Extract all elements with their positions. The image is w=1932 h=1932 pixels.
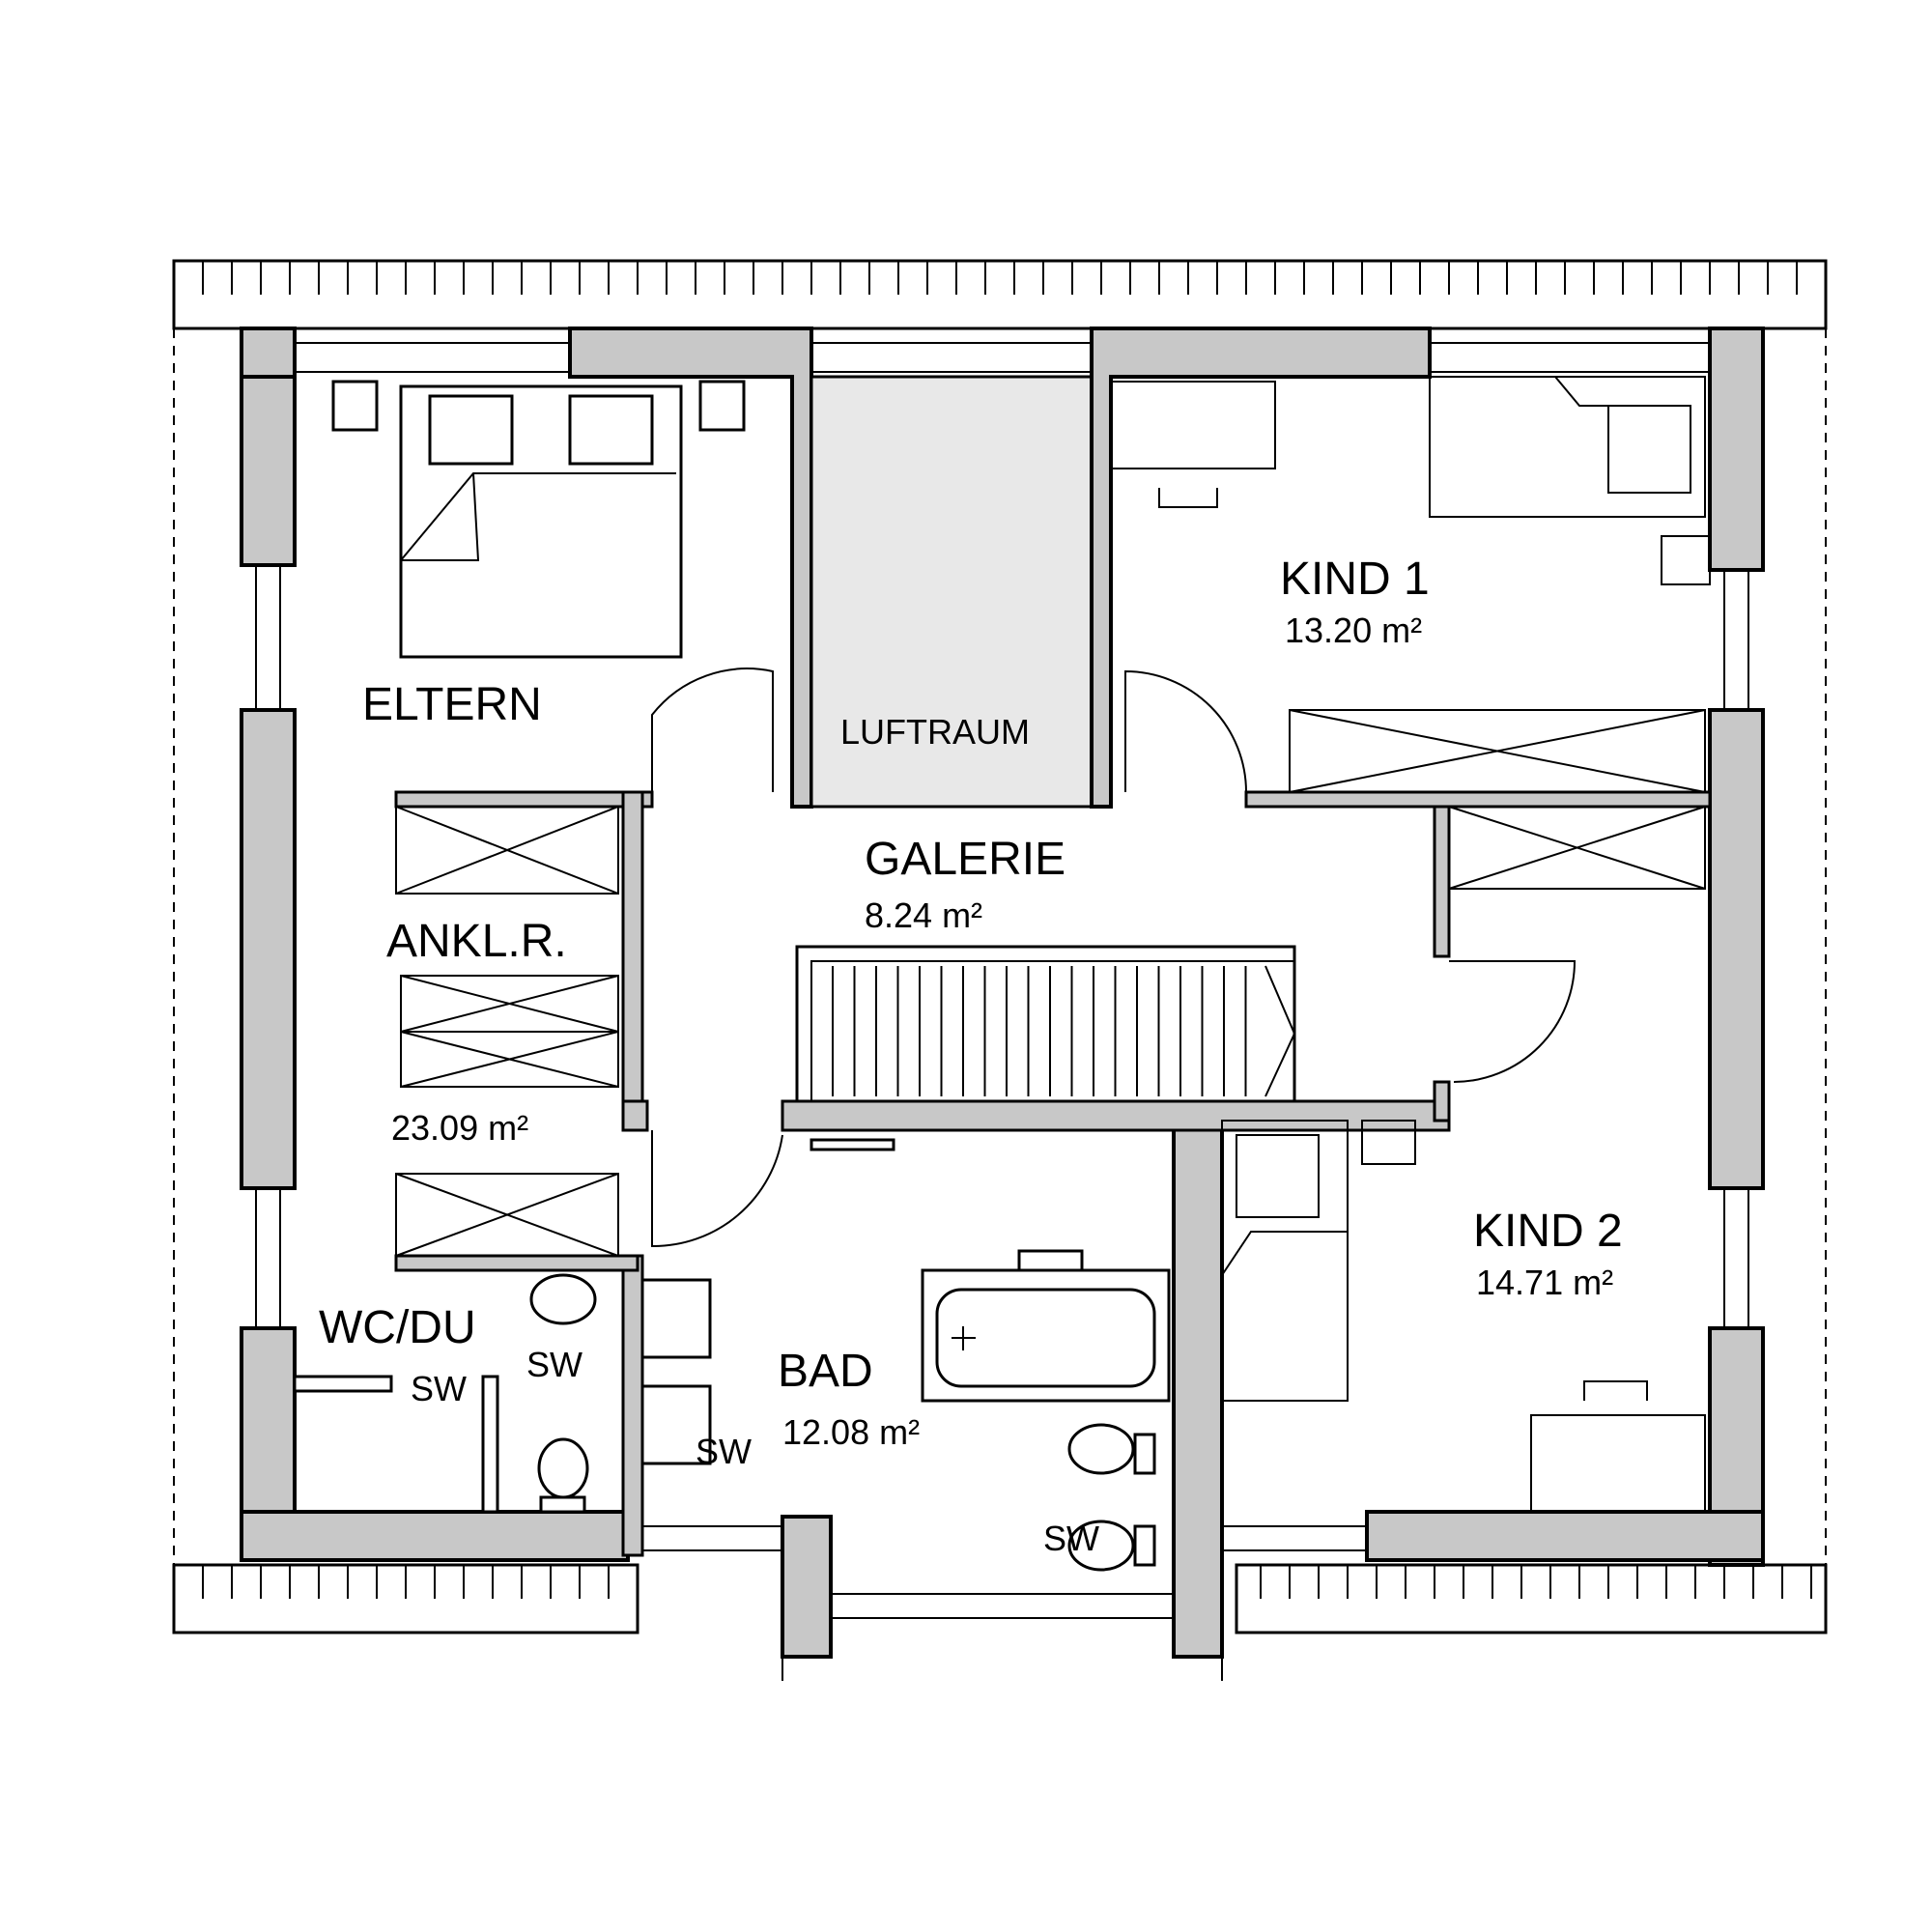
- sw-label: SW: [526, 1345, 582, 1384]
- sw-label: SW: [411, 1369, 467, 1408]
- staircase: [795, 945, 1296, 1103]
- room-area-kind1: 13.20 m²: [1285, 611, 1422, 650]
- bed-eltern: [331, 380, 746, 659]
- room-labels: ELTERN ANKL.R. 23.09 m² WC/DU LUFTRAUM G…: [319, 554, 1623, 1558]
- door-swings: [651, 668, 1577, 1248]
- room-name-ankleide: ANKL.R.: [386, 916, 567, 967]
- interior-walls: [394, 790, 1712, 1557]
- room-name-kind2: KIND 2: [1473, 1206, 1623, 1257]
- bathtub: [921, 1249, 1171, 1403]
- room-name-galerie: GALERIE: [865, 834, 1065, 885]
- room-area-kind2: 14.71 m²: [1476, 1263, 1613, 1302]
- bad-fixtures: [640, 1138, 1156, 1572]
- wc-fixtures: [293, 1273, 597, 1514]
- wardrobes-ankleide: [395, 806, 619, 1257]
- room-name-luftraum: LUFTRAUM: [840, 712, 1030, 752]
- kind2-furniture: [1221, 806, 1706, 1513]
- exterior-walls: [240, 327, 1765, 1681]
- room-area-ankleide: 23.09 m²: [391, 1108, 528, 1148]
- room-name-kind1: KIND 1: [1280, 554, 1430, 605]
- room-area-galerie: 8.24 m²: [865, 895, 982, 935]
- room-area-bad: 12.08 m²: [782, 1412, 920, 1452]
- room-name-wc: WC/DU: [319, 1302, 476, 1353]
- kind1-furniture: [1110, 376, 1711, 793]
- sw-label: SW: [696, 1432, 752, 1471]
- roof-eaves: [172, 259, 1828, 1634]
- sw-label: SW: [1043, 1519, 1099, 1558]
- room-name-eltern: ELTERN: [362, 679, 542, 730]
- room-name-bad: BAD: [778, 1346, 873, 1397]
- luftraum-area: [810, 375, 1094, 809]
